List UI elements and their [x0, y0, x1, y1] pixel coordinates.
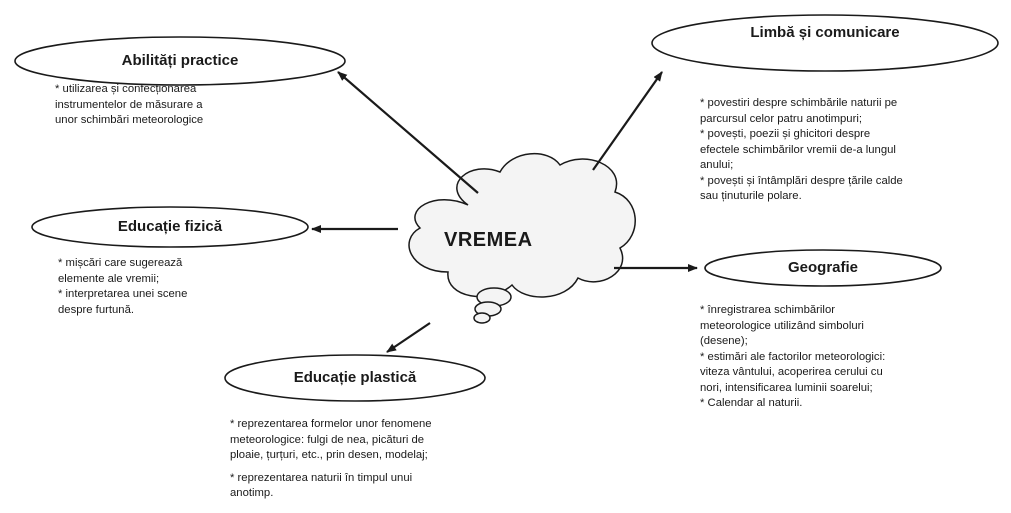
fizica-title: Educație fizică — [117, 218, 223, 235]
geografie-item: * estimări ale factorilor meteorologici:… — [700, 350, 886, 394]
geografie-ellipse — [704, 249, 942, 287]
limba-ellipse — [651, 14, 999, 72]
fizica-item: * mișcări care sugerează elemente ale vr… — [58, 257, 183, 285]
fizica-item: * interpretarea unei scene despre furtun… — [58, 288, 188, 316]
geografie-items: * înregistrarea schimbărilor meteorologi… — [700, 303, 1005, 412]
arrow-to-abilitati — [337, 71, 479, 194]
fizica-ellipse — [31, 206, 309, 248]
plastica-ellipse — [224, 354, 486, 402]
plastica-item: * reprezentarea formelor unor fenomene m… — [230, 418, 432, 461]
geografie-item: * înregistrarea schimbărilor meteorologi… — [700, 304, 864, 347]
plastica-items: * reprezentarea formelor unor fenomene m… — [230, 417, 550, 502]
plastica-title: Educație plastică — [293, 369, 417, 386]
abilitati-items: * utilizarea și confecționarea instrumen… — [55, 82, 345, 129]
abilitati-title: Abilități practice — [121, 52, 239, 69]
geografie-title: Geografie — [787, 259, 859, 276]
center-label: VREMEA — [444, 229, 533, 251]
abilitati-ellipse — [14, 36, 346, 86]
limba-item: * povestiri despre schimbările naturii p… — [700, 97, 898, 125]
arrow-to-plastica — [386, 322, 431, 353]
plastica-item: * reprezentarea naturii în timpul unui a… — [230, 471, 413, 500]
limba-item: * povești, poezii și ghicitori despre ef… — [700, 128, 896, 171]
abilitati-item: * utilizarea și confecționarea instrumen… — [55, 83, 204, 126]
fizica-items: * mișcări care sugerează elemente ale vr… — [58, 256, 308, 318]
limba-items: * povestiri despre schimbările naturii p… — [700, 96, 1010, 205]
geografie-item: * Calendar al naturii. — [700, 397, 803, 409]
limba-item: * povești și întâmplări despre țările ca… — [700, 174, 903, 203]
arrow-to-limba — [592, 71, 663, 171]
limba-title: Limbă și comunicare — [750, 24, 900, 41]
cloud-shape — [408, 153, 636, 324]
